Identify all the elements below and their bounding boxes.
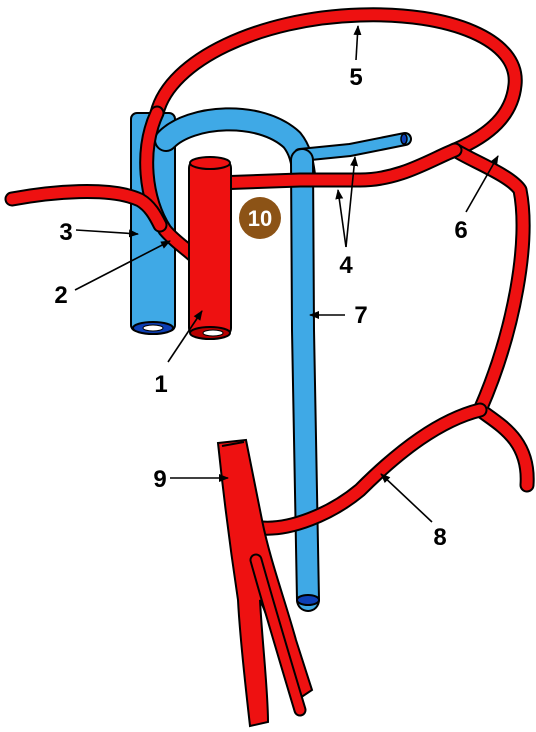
label-8: 8 bbox=[433, 524, 446, 551]
label-7: 7 bbox=[354, 302, 367, 329]
leader-5 bbox=[356, 26, 358, 60]
label-9: 9 bbox=[153, 466, 166, 493]
label-10: 10 bbox=[248, 206, 272, 231]
long-vein-end bbox=[297, 595, 319, 605]
long-vein bbox=[302, 160, 308, 600]
label-3: 3 bbox=[59, 219, 72, 246]
label-6: 6 bbox=[454, 217, 467, 244]
aorta-top bbox=[190, 157, 230, 169]
leader-8 bbox=[381, 474, 432, 522]
leader-4a bbox=[346, 157, 355, 247]
label-4: 4 bbox=[339, 252, 353, 279]
label-1: 1 bbox=[154, 371, 167, 398]
leader-4b bbox=[338, 190, 346, 247]
aorta-trunk bbox=[189, 160, 231, 336]
label-10-badge: 10 bbox=[239, 197, 281, 239]
label-2: 2 bbox=[54, 282, 67, 309]
label-5: 5 bbox=[349, 64, 362, 91]
artery-right-descending bbox=[455, 150, 527, 485]
leader-3 bbox=[76, 230, 138, 234]
